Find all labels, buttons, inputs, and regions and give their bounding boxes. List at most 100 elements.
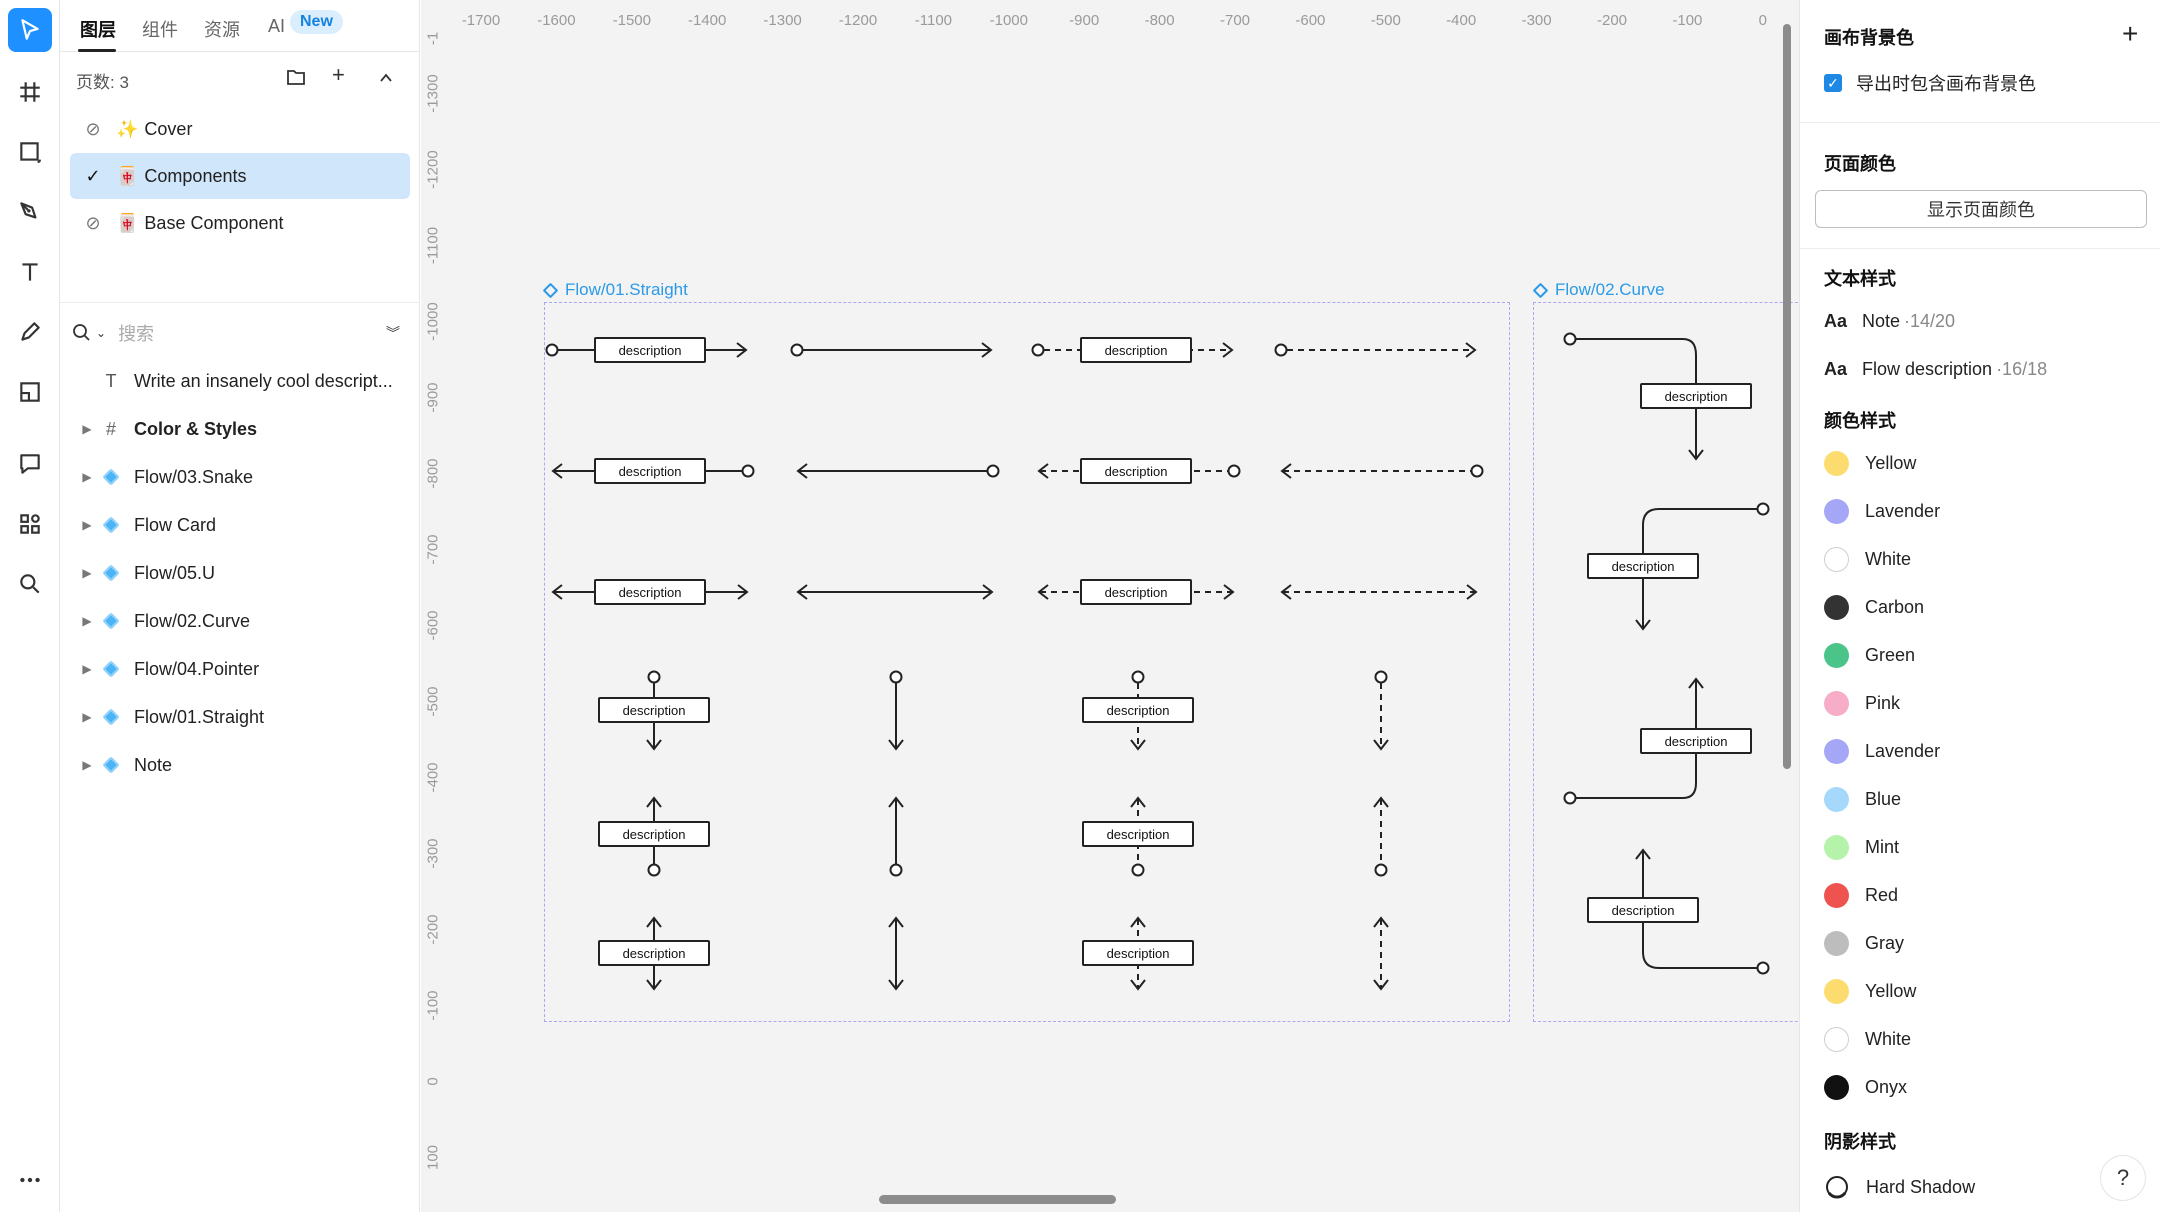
layer-name: Flow/04.Pointer <box>134 658 260 679</box>
layer-item-flow-04-pointer[interactable]: ▶ Flow/04.Pointer <box>60 646 420 692</box>
pen-tool-button[interactable] <box>8 190 52 234</box>
tab-ai[interactable]: AI <box>268 16 286 36</box>
expand-caret-icon[interactable]: ▶ <box>82 662 92 676</box>
show-page-color-button[interactable]: 显示页面颜色 <box>1815 190 2147 228</box>
pages-count-label: 页数: 3 <box>76 73 129 92</box>
layer-search[interactable]: ⌄ 搜索 ︾ <box>72 318 408 348</box>
color-style-carbon[interactable]: Carbon <box>1824 595 1924 620</box>
connector-start-dot <box>647 863 661 877</box>
text-style-flow-description[interactable]: Aa Flow description ·16/18 <box>1824 359 2047 380</box>
layer-item-flow-01-straight[interactable]: ▶ Flow/01.Straight <box>60 694 420 740</box>
include-background-checkbox[interactable]: ✓ 导出时包含画布背景色 <box>1824 70 2036 96</box>
folder-icon[interactable] <box>286 66 306 92</box>
text-style-name: Flow description <box>1862 359 1993 379</box>
collapse-chevron-icon[interactable] <box>378 66 394 92</box>
text-tool-button[interactable] <box>8 250 52 294</box>
color-style-white[interactable]: White <box>1824 547 1911 572</box>
color-style-yellow[interactable]: Yellow <box>1824 451 1916 476</box>
page-item-base-component[interactable]: ⊘ 🀄 Base Component <box>70 200 410 246</box>
arrow-head <box>888 916 904 928</box>
frame-tool-button[interactable] <box>8 70 52 114</box>
color-style-white[interactable]: White <box>1824 1027 1911 1052</box>
color-style-name: Onyx <box>1865 1077 1908 1097</box>
color-style-lavender[interactable]: Lavender <box>1824 739 1940 764</box>
frame-label-flow-01-straight[interactable]: Flow/01.Straight <box>542 280 688 300</box>
arrow-head <box>1635 848 1651 860</box>
search-input[interactable]: 搜索 <box>118 324 155 344</box>
connector-start-dot <box>1470 464 1484 478</box>
color-style-yellow[interactable]: Yellow <box>1824 979 1916 1004</box>
expand-caret-icon[interactable]: ▶ <box>82 614 92 628</box>
color-style-onyx[interactable]: Onyx <box>1824 1075 1907 1100</box>
pen-icon <box>20 202 37 219</box>
color-style-name: Red <box>1865 885 1899 905</box>
expand-caret-icon[interactable]: ▶ <box>82 470 92 484</box>
layer-item-flow-03-snake[interactable]: ▶ Flow/03.Snake <box>60 454 420 500</box>
shadow-style-hard-shadow[interactable]: Hard Shadow <box>1824 1174 1975 1200</box>
vertical-scrollbar[interactable] <box>1783 24 1791 769</box>
color-style-red[interactable]: Red <box>1824 883 1898 908</box>
component-icon <box>102 756 120 773</box>
add-icon[interactable]: + <box>2122 18 2139 49</box>
text-style-icon: Aa <box>1824 359 1848 379</box>
text-style-icon: Aa <box>1824 311 1848 331</box>
collapse-all-icon[interactable]: ︾ <box>386 325 400 341</box>
layer-item-color-styles[interactable]: ▶ # Color & Styles <box>60 406 420 452</box>
design-canvas[interactable]: -1700-1600-1500-1400-1300-1200-1100-1000… <box>421 0 1799 1212</box>
layer-item-flow-05-u[interactable]: ▶ Flow/05.U <box>60 550 420 596</box>
frame-flow-02-curve[interactable] <box>1533 302 1799 1022</box>
add-page-icon[interactable]: + <box>332 62 345 87</box>
arrow-head <box>1037 463 1049 479</box>
arrow-head <box>1280 463 1292 479</box>
expand-caret-icon[interactable]: ▶ <box>82 518 92 532</box>
page-item-cover[interactable]: ⊘ ✨ Cover <box>70 106 410 152</box>
expand-caret-icon[interactable]: ▶ <box>82 758 92 772</box>
section-tool-button[interactable] <box>8 370 52 414</box>
comment-tool-button[interactable] <box>8 442 52 486</box>
chevron-down-icon[interactable]: ⌄ <box>96 326 107 340</box>
search-tool-button[interactable] <box>8 562 52 606</box>
expand-caret-icon[interactable]: ▶ <box>82 566 92 580</box>
ruler-tick-label: -1000 <box>989 12 1028 29</box>
arrow-head <box>888 796 904 808</box>
ruler-tick-label: -1400 <box>688 12 727 29</box>
description-label: description <box>619 343 682 358</box>
layer-item-flow-card[interactable]: ▶ Flow Card <box>60 502 420 548</box>
tab-assets[interactable]: 资源 <box>204 20 240 40</box>
hash-frame-icon <box>20 82 40 102</box>
more-button[interactable] <box>8 1158 52 1202</box>
description-box <box>594 337 706 363</box>
layer-item-text[interactable]: T Write an insanely cool descript... <box>60 358 420 404</box>
color-style-mint[interactable]: Mint <box>1824 835 1899 860</box>
comment-icon <box>20 454 40 474</box>
help-button[interactable]: ? <box>2100 1155 2146 1201</box>
layer-item-note[interactable]: ▶ Note <box>60 742 420 788</box>
color-styles-title: 颜色样式 <box>1824 411 1896 431</box>
text-style-name: Note <box>1862 311 1901 331</box>
checkbox-checked-icon[interactable]: ✓ <box>1824 74 1842 92</box>
move-tool-button[interactable] <box>8 8 52 52</box>
color-style-blue[interactable]: Blue <box>1824 787 1901 812</box>
expand-caret-icon[interactable]: ▶ <box>82 422 92 436</box>
layer-item-flow-02-curve[interactable]: ▶ Flow/02.Curve <box>60 598 420 644</box>
shadow-styles-title: 阴影样式 <box>1824 1132 1896 1152</box>
description-box <box>1640 383 1752 409</box>
shape-tool-button[interactable] <box>8 130 52 174</box>
text-style-note[interactable]: Aa Note ·14/20 <box>1824 311 1955 332</box>
ruler-tick-label: -1600 <box>537 12 576 29</box>
plugins-button[interactable] <box>8 502 52 546</box>
color-style-gray[interactable]: Gray <box>1824 931 1904 956</box>
pencil-tool-button[interactable] <box>8 310 52 354</box>
expand-caret-icon[interactable]: ▶ <box>82 710 92 724</box>
frame-flow-01-straight[interactable] <box>544 302 1510 1022</box>
color-style-lavender[interactable]: Lavender <box>1824 499 1940 524</box>
tab-components[interactable]: 组件 <box>142 20 178 40</box>
horizontal-scrollbar[interactable] <box>879 1195 1116 1204</box>
connector-start-dot <box>790 343 804 357</box>
frame-label-flow-02-curve[interactable]: Flow/02.Curve <box>1532 280 1665 300</box>
color-style-pink[interactable]: Pink <box>1824 691 1900 716</box>
color-style-green[interactable]: Green <box>1824 643 1915 668</box>
shadow-style-name: Hard Shadow <box>1866 1176 1976 1197</box>
page-item-components[interactable]: ✓ 🀄 Components <box>70 153 410 199</box>
tab-layers[interactable]: 图层 <box>80 20 116 40</box>
